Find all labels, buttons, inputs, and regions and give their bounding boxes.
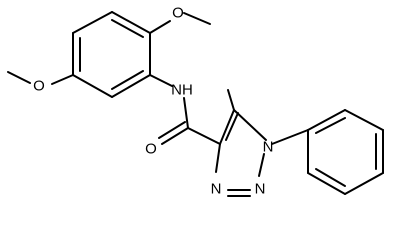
molecule-structure: O O NH O N N N [7,5,384,198]
bond [215,143,221,173]
bond [111,19,144,38]
bond [183,97,189,129]
bond [227,89,235,111]
bond [258,153,265,177]
bond [111,74,151,98]
bond-layer [7,11,384,197]
bond [72,74,113,98]
atom-label: NH [171,82,193,99]
bond [307,109,346,131]
bond [149,74,173,87]
atom-label: O [33,78,45,95]
bond [111,11,151,34]
bond [225,112,239,141]
bond [111,70,144,90]
bond [315,117,346,134]
bond [187,127,221,145]
bond [183,12,211,25]
atom-label: N [255,181,266,198]
bond [7,71,31,84]
bond [344,109,384,131]
bond [233,109,267,141]
atom-label: O [145,141,157,158]
atom-label: N [263,139,274,156]
bond [72,11,113,34]
bond [161,127,189,145]
bond [158,121,186,139]
bond [149,20,171,34]
bond [307,172,346,195]
atom-label: O [172,5,184,22]
bond [315,168,346,187]
bond [219,109,235,145]
bond [344,172,384,195]
bond [51,74,74,85]
atom-label-layer: O O NH O N N N [33,5,273,198]
atom-label: N [211,181,222,198]
bond [271,129,309,145]
